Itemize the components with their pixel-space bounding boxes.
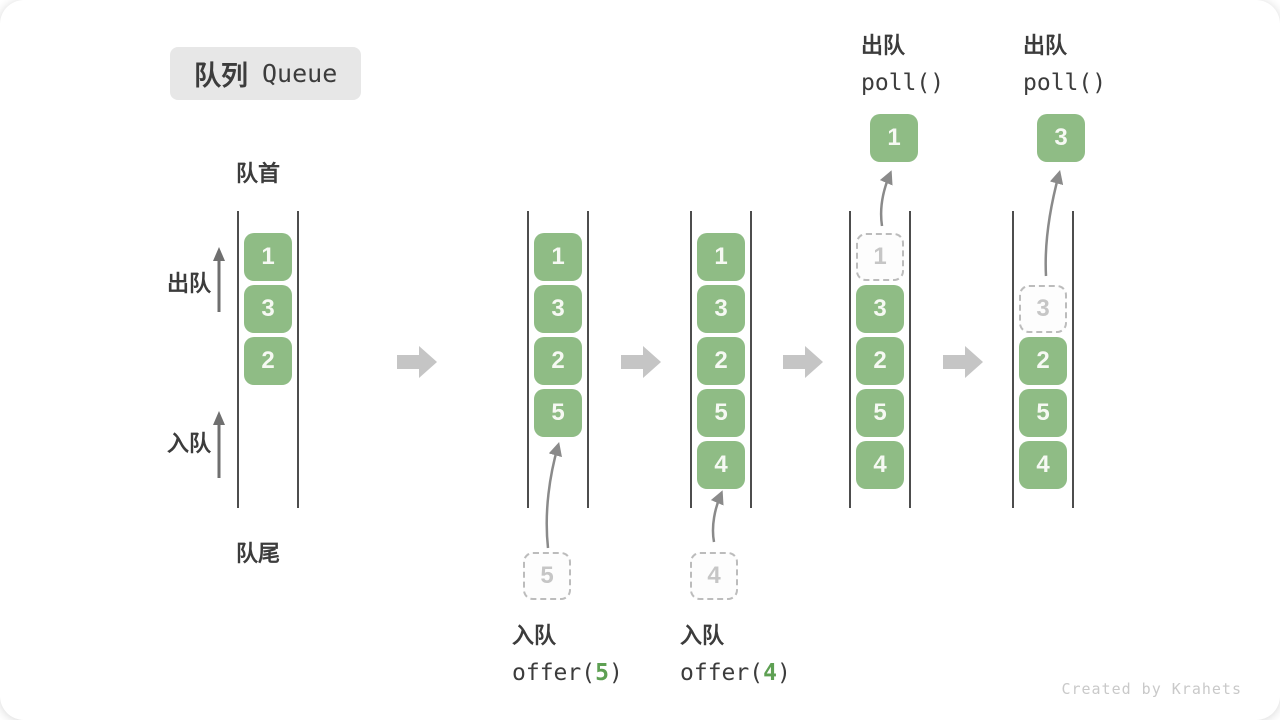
right-arrow-icon	[621, 346, 661, 378]
operation-name: 入队	[512, 623, 557, 648]
dequeued-item: 1	[870, 114, 918, 162]
operation-name: 出队	[861, 33, 906, 58]
queue-slot: 2	[1019, 337, 1067, 385]
queue-slot: 4	[856, 441, 904, 489]
enqueue-operation-label: 入队 offer(5)	[512, 618, 623, 686]
queue-state-1: 1 3 2	[237, 211, 299, 508]
queue-slot: 2	[244, 337, 292, 385]
queue-slot: 3	[697, 285, 745, 333]
queue-slot: 4	[1019, 441, 1067, 489]
queue-slot: 1	[697, 233, 745, 281]
operation-code: offer(5)	[512, 660, 623, 686]
dequeue-side-label: 出队	[167, 271, 212, 296]
queue-front-label: 队首	[235, 161, 280, 186]
queue-slot: 2	[856, 337, 904, 385]
title-chinese: 队列	[194, 61, 248, 91]
right-arrow-icon	[397, 346, 437, 378]
operation-name: 入队	[680, 623, 725, 648]
queue-rear-label: 队尾	[235, 541, 280, 566]
queue-state-3: 1 3 2 5 4	[690, 211, 752, 508]
curved-arrow-icon	[710, 490, 724, 543]
queue-slot: 5	[697, 389, 745, 437]
diagram-title: 队列 Queue	[170, 47, 362, 100]
dequeue-operation-label: 出队 poll()	[1023, 28, 1106, 96]
operation-code: poll()	[861, 70, 945, 96]
queue-slot: 2	[697, 337, 745, 385]
queue-state-2: 1 3 2 5	[527, 211, 589, 508]
right-arrow-icon	[783, 346, 823, 378]
queue-state-4: 1 3 2 5 4	[849, 211, 911, 508]
operation-name: 出队	[1023, 33, 1068, 58]
queue-slot: 4	[697, 441, 745, 489]
curved-arrow-icon	[1044, 170, 1064, 277]
queue-slot: 1	[244, 233, 292, 281]
pending-item: 5	[523, 552, 571, 600]
enqueue-side-label: 入队	[167, 431, 212, 456]
right-arrow-icon	[943, 346, 983, 378]
queue-slot: 3	[244, 285, 292, 333]
watermark: Created by Krahets	[1061, 680, 1242, 698]
queue-slot: 2	[534, 337, 582, 385]
dequeued-item: 3	[1037, 114, 1085, 162]
queue-slot: 5	[856, 389, 904, 437]
enqueue-operation-label: 入队 offer(4)	[680, 618, 791, 686]
dequeue-operation-label: 出队 poll()	[861, 28, 944, 96]
operation-code: poll()	[1023, 70, 1107, 96]
queue-slot-dashed: 3	[1019, 285, 1067, 333]
queue-slot: 5	[1019, 389, 1067, 437]
title-english: Queue	[262, 59, 338, 88]
queue-slot: 3	[856, 285, 904, 333]
curved-arrow-icon	[879, 170, 893, 227]
up-arrow-icon	[213, 247, 225, 312]
up-arrow-icon	[213, 411, 225, 478]
queue-slot: 5	[534, 389, 582, 437]
queue-slot: 3	[534, 285, 582, 333]
curved-arrow-icon	[545, 442, 562, 549]
pending-item: 4	[690, 552, 738, 600]
queue-state-5: 3 2 5 4	[1012, 211, 1074, 508]
operation-code: offer(4)	[680, 660, 791, 686]
queue-slot: 1	[534, 233, 582, 281]
queue-slot-dashed: 1	[856, 233, 904, 281]
